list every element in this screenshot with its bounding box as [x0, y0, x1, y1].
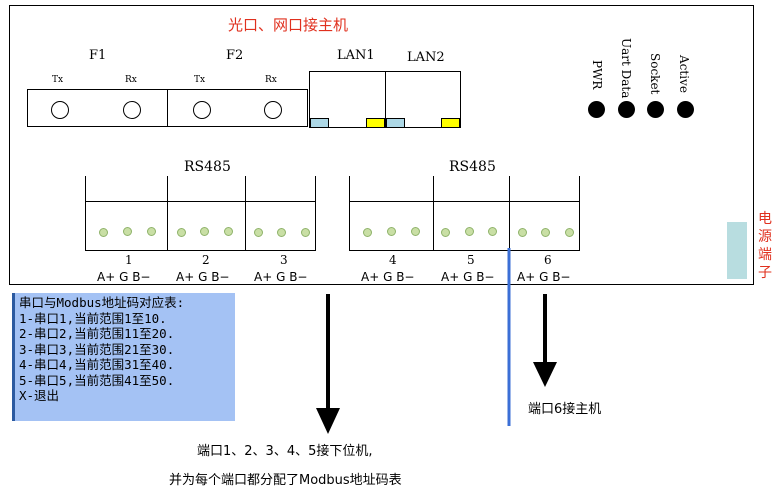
power-terminal-label: 电源端子	[758, 211, 772, 281]
rs485-right-label: RS485	[449, 159, 496, 175]
uart-led	[618, 101, 635, 118]
indicator-active-label: Active	[677, 55, 691, 93]
lan1-left-led	[310, 118, 329, 128]
terminal-pin	[465, 227, 474, 236]
fiber-f1-rx-label: Rx	[125, 75, 137, 85]
terminal-pin	[541, 228, 550, 237]
table-line: 串口与Modbus地址码对应表:	[19, 295, 185, 310]
device-panel	[9, 5, 754, 285]
terminal-pin	[441, 228, 450, 237]
fiber-f2-rx-label: Rx	[265, 75, 277, 85]
port-3-pins: A+ G B−	[254, 270, 308, 284]
table-line: 5-串口5,当前范围41至50.	[19, 372, 175, 388]
ports-slave-annotation-line1: 端口1、2、3、4、5接下位机,	[197, 444, 373, 459]
terminal-pin	[301, 228, 310, 237]
fiber-port-f2	[167, 89, 308, 127]
fiber-f1-tx-label: Tx	[52, 75, 64, 85]
fiber-f1-rx-connector	[123, 101, 141, 119]
terminal-pin	[99, 228, 108, 237]
rs485-divider-1	[167, 176, 168, 201]
port-2-number: 2	[202, 253, 210, 267]
terminal-pin	[200, 227, 209, 236]
terminal-pin	[147, 227, 156, 236]
rs485-port-6	[509, 201, 580, 251]
panel-title: 光口、网口接主机	[228, 16, 349, 34]
port-4-number: 4	[389, 253, 397, 267]
fiber-f1-label: F1	[89, 48, 107, 63]
fiber-f1-tx-connector	[51, 101, 69, 119]
fiber-port-f1	[27, 89, 168, 127]
fiber-f2-rx-connector	[264, 101, 282, 119]
terminal-pin	[277, 228, 286, 237]
fiber-f2-label: F2	[226, 48, 244, 63]
lan2-right-led	[441, 118, 460, 128]
lan2-label: LAN2	[407, 50, 445, 65]
terminal-pin	[488, 227, 497, 236]
port-6-pins: A+ G B−	[517, 270, 571, 284]
port-5-pins: A+ G B−	[441, 270, 495, 284]
port6-host-annotation: 端口6接主机	[528, 402, 602, 417]
power-terminal	[727, 222, 747, 279]
port-5-number: 5	[467, 253, 475, 267]
rs485-port-1	[85, 201, 168, 251]
table-line: X-退出	[19, 388, 60, 403]
table-line: 2-串口2,当前范围11至20.	[19, 326, 175, 341]
port-2-pins: A+ G B−	[176, 270, 230, 284]
rs485-divider-4	[509, 176, 510, 201]
ports-slave-annotation-line2: 并为每个端口都分配了Modbus地址码表	[169, 473, 402, 488]
rs485-divider-2	[245, 176, 246, 201]
terminal-pin	[254, 228, 263, 237]
lan1-right-led	[366, 118, 385, 128]
pwr-led	[588, 101, 605, 118]
fiber-f2-tx-label: Tx	[194, 75, 206, 85]
indicator-socket-label: Socket	[648, 53, 662, 95]
port-6-number: 6	[544, 253, 552, 267]
terminal-pin	[363, 228, 372, 237]
lan1-label: LAN1	[337, 48, 375, 63]
indicator-pwr-label: PWR	[590, 60, 604, 90]
lan2-left-led	[386, 118, 405, 128]
table-line: 3-串口3,当前范围21至30.	[19, 341, 175, 357]
arrow-down-left-head	[316, 408, 340, 434]
port-1-pins: A+ G B−	[97, 270, 151, 284]
socket-led	[647, 101, 664, 118]
rs485-divider-3	[433, 176, 434, 201]
table-line: 1-串口1,当前范围1至10.	[19, 310, 167, 326]
rs485-port-2	[167, 201, 246, 251]
port-1-number: 1	[125, 253, 133, 267]
port-4-pins: A+ G B−	[361, 270, 415, 284]
rs485-left-label: RS485	[184, 159, 231, 175]
port-3-number: 3	[280, 253, 288, 267]
terminal-pin	[565, 228, 574, 237]
active-led	[677, 101, 694, 118]
indicator-uart-label: Uart Data	[619, 38, 633, 99]
terminal-pin	[123, 227, 132, 236]
terminal-pin	[387, 227, 396, 236]
terminal-pin	[518, 228, 527, 237]
rs485-port-5	[433, 201, 510, 251]
terminal-pin	[224, 227, 233, 236]
rs485-port-3	[245, 201, 316, 251]
fiber-f2-tx-connector	[193, 101, 211, 119]
modbus-address-table: 串口与Modbus地址码对应表: 1-串口1,当前范围1至10. 2-串口2,当…	[12, 293, 235, 421]
table-line: 4-串口4,当前范围31至40.	[19, 357, 175, 372]
terminal-pin	[177, 228, 186, 237]
terminal-pin	[411, 227, 420, 236]
arrow-down-right-head	[533, 362, 557, 387]
